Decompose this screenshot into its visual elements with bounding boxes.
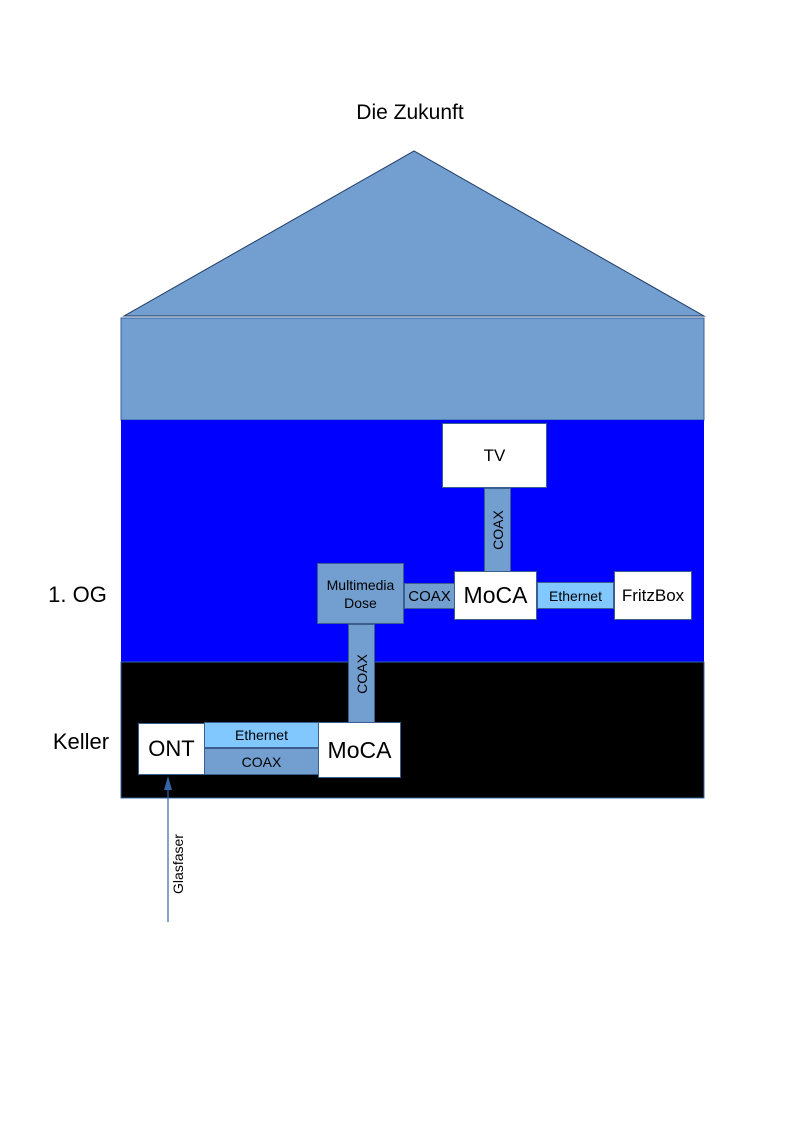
moca-fritzbox-ethernet-label: Ethernet — [549, 587, 602, 604]
dose-moca-coax-link: COAX — [404, 583, 455, 609]
tv-moca-coax-link: COAX — [484, 488, 511, 572]
fritzbox-label: FritzBox — [621, 585, 685, 605]
multimedia-dose-node: Multimedia Dose — [317, 563, 404, 624]
attic-floor — [120, 317, 705, 421]
glasfaser-arrowhead — [164, 776, 172, 790]
moca-og-node: MoCA — [454, 571, 537, 620]
moca-keller-label: MoCA — [327, 736, 392, 763]
ont-moca-ethernet-link: Ethernet — [204, 722, 319, 748]
page-title: Die Zukunft — [356, 101, 464, 124]
tv-node: TV — [442, 423, 547, 488]
moca-keller-node: MoCA — [318, 722, 401, 778]
floor-label-keller: Keller — [52, 729, 110, 754]
ont-moca-ethernet-label: Ethernet — [235, 727, 288, 743]
multimedia-dose-label-line2: Dose — [344, 594, 377, 611]
dose-keller-coax-link: COAX — [348, 624, 375, 723]
multimedia-dose-label-line1: Multimedia — [326, 576, 395, 593]
ont-label: ONT — [148, 736, 195, 761]
moca-og-label: MoCA — [463, 582, 528, 608]
ont-moca-coax-link: COAX — [204, 748, 319, 775]
tv-label: TV — [483, 445, 506, 465]
floor-label-og: 1. OG — [48, 582, 107, 607]
glasfaser-label: Glasfaser — [170, 834, 186, 894]
roof — [122, 150, 706, 317]
ont-moca-coax-label: COAX — [241, 753, 282, 770]
first-floor — [121, 420, 704, 662]
fritzbox-node: FritzBox — [614, 571, 692, 620]
tv-moca-coax-label: COAX — [489, 510, 506, 550]
moca-fritzbox-ethernet-link: Ethernet — [537, 582, 614, 609]
glasfaser-label-wrap: Glasfaser — [160, 820, 196, 908]
ont-node: ONT — [138, 723, 205, 775]
dose-keller-coax-label: COAX — [353, 653, 370, 694]
dose-moca-coax-label: COAX — [408, 587, 451, 605]
